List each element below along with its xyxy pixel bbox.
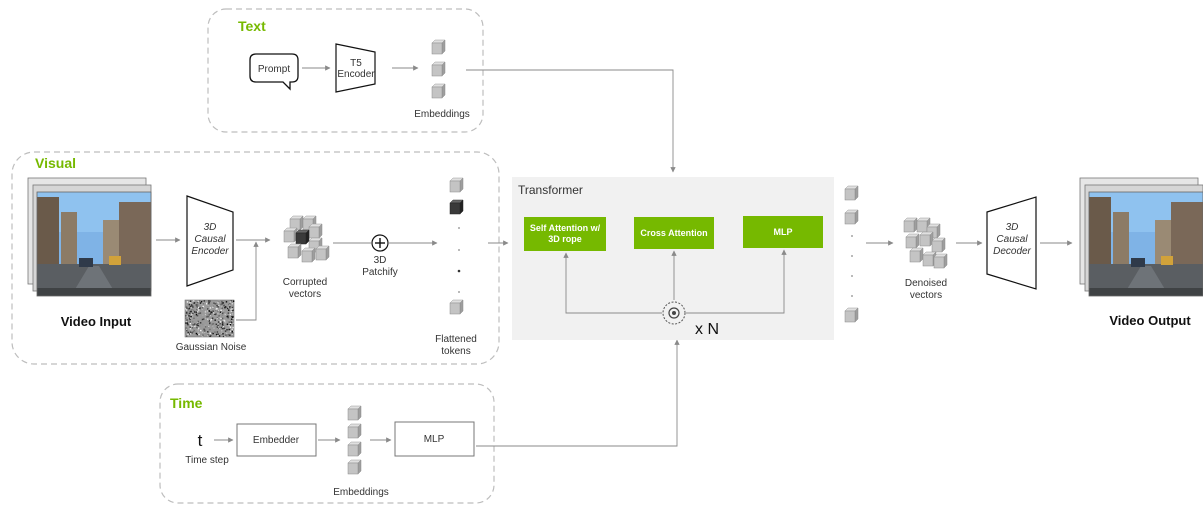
denoised-label-line1: Denoised — [905, 278, 947, 289]
time-mlp-label: MLP — [424, 434, 445, 445]
decoder-line1: 3D — [1006, 222, 1019, 233]
self-attention-line1: Self Attention w/ — [530, 223, 601, 233]
cross-attention-block: Cross Attention — [634, 217, 714, 249]
prompt-label: Prompt — [258, 64, 290, 75]
3d-causal-encoder: 3D Causal Encoder — [186, 195, 234, 287]
video-output-label: Video Output — [1109, 313, 1191, 328]
denoised-label-line2: vectors — [910, 290, 942, 301]
time-step-label: Time step — [185, 455, 229, 466]
t5-encoder-line1: T5 — [350, 58, 362, 69]
self-attention-block: Self Attention w/ 3D rope — [524, 217, 606, 251]
repeat-count-label: x N — [695, 321, 719, 338]
encoder-line3: Encoder — [191, 246, 229, 257]
patchify-label-line1: 3D — [374, 255, 387, 266]
t5-encoder-line2: Encoder — [337, 69, 375, 80]
corrupted-vectors-cluster — [283, 215, 330, 263]
loop-repeat-icon — [662, 301, 686, 325]
decoder-line3: Decoder — [993, 246, 1031, 257]
decoder-line2: Causal — [996, 234, 1028, 245]
visual-group — [11, 151, 500, 365]
text-group-title: Text — [238, 18, 266, 34]
video-input-label: Video Input — [61, 314, 132, 329]
time-mlp-box: MLP — [394, 421, 475, 457]
gaussian-noise-image — [184, 299, 235, 338]
flattened-tokens-column — [449, 177, 464, 315]
embedder-label: Embedder — [253, 435, 300, 446]
transformer-mlp-block: MLP — [743, 216, 823, 248]
patchify-label-line2: Patchify — [362, 267, 398, 278]
time-group — [159, 383, 495, 504]
text-embeddings-label: Embeddings — [414, 109, 470, 120]
encoder-line1: 3D — [204, 222, 217, 233]
time-t-symbol: t — [198, 431, 203, 450]
flattened-label-line1: Flattened — [435, 334, 477, 345]
video-output-frames — [1079, 177, 1203, 297]
time-embeddings-stack — [347, 405, 362, 475]
cross-attention-label: Cross Attention — [640, 228, 707, 238]
transformer-block: Transformer Self Attention w/ 3D rope Cr… — [512, 177, 834, 340]
text-group — [207, 8, 484, 133]
3d-causal-decoder: 3D Causal Decoder — [986, 196, 1037, 290]
prompt-bubble: Prompt — [249, 53, 299, 91]
time-group-title: Time — [170, 395, 203, 411]
visual-group-title: Visual — [35, 155, 76, 171]
patchify-plus-icon — [371, 234, 389, 252]
gaussian-noise-label: Gaussian Noise — [176, 342, 247, 353]
denoised-vectors-cluster — [903, 217, 948, 269]
self-attention-line2: 3D rope — [548, 234, 582, 244]
corrupted-label-line1: Corrupted — [283, 277, 327, 288]
embedder-box: Embedder — [236, 423, 317, 457]
encoder-line2: Causal — [194, 234, 226, 245]
flattened-label-line2: tokens — [441, 346, 470, 357]
transformer-output-column — [844, 185, 859, 323]
transformer-mlp-label: MLP — [774, 227, 793, 237]
text-embeddings-stack — [431, 39, 446, 99]
corrupted-label-line2: vectors — [289, 289, 321, 300]
t5-encoder: T5 Encoder — [335, 43, 376, 93]
video-input-frames — [27, 177, 152, 297]
transformer-title: Transformer — [518, 183, 583, 197]
time-embeddings-label: Embeddings — [333, 487, 389, 498]
